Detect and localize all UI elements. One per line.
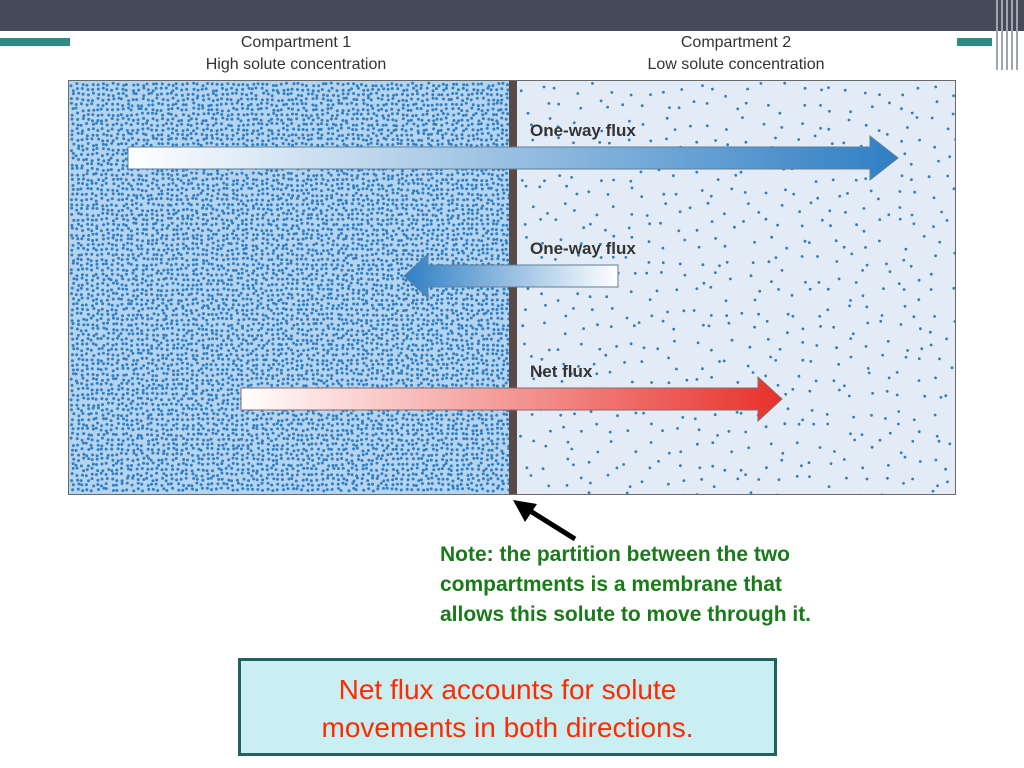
- corner-decoration: [992, 0, 1024, 70]
- membrane-note: Note: the partition between the two comp…: [440, 540, 1000, 630]
- accent-line-right: [957, 38, 992, 46]
- callout-line-2: movements in both directions.: [321, 712, 694, 743]
- one-way-flux-right-arrow: [127, 134, 899, 182]
- one-way-flux-left-arrow: [403, 252, 619, 300]
- accent-line-left: [0, 38, 70, 46]
- net-flux-callout-box: Net flux accounts for solute movements i…: [238, 658, 777, 756]
- note-line-2: compartments is a membrane that: [440, 573, 782, 596]
- diffusion-figure: Compartment 1 High solute concentration …: [68, 32, 956, 495]
- compartment-1-title: Compartment 1: [240, 34, 352, 51]
- arrow-label-1: One-way flux: [530, 121, 636, 140]
- compartment-2-label: Compartment 2 Low solute concentration: [566, 32, 906, 76]
- title-bar: [0, 0, 1024, 31]
- net-flux-arrow: [240, 375, 783, 423]
- callout-line-1: Net flux accounts for solute: [338, 674, 677, 705]
- compartment-diagram: One-way flux One-way flux Net flux: [68, 80, 956, 495]
- note-line-3: allows this solute to move through it.: [440, 603, 812, 626]
- arrow-label-3: Net flux: [530, 362, 593, 381]
- diagram-border: [68, 80, 956, 495]
- compartment-2-subtitle: Low solute concentration: [647, 56, 825, 73]
- compartment-1-subtitle: High solute concentration: [205, 56, 387, 73]
- membrane-pointer-arrow: [513, 500, 577, 542]
- compartment-2-title: Compartment 2: [680, 34, 792, 51]
- arrow-label-2: One-way flux: [530, 239, 636, 258]
- compartment-1-label: Compartment 1 High solute concentration: [126, 32, 466, 76]
- note-line-1: Note: the partition between the two: [440, 543, 790, 566]
